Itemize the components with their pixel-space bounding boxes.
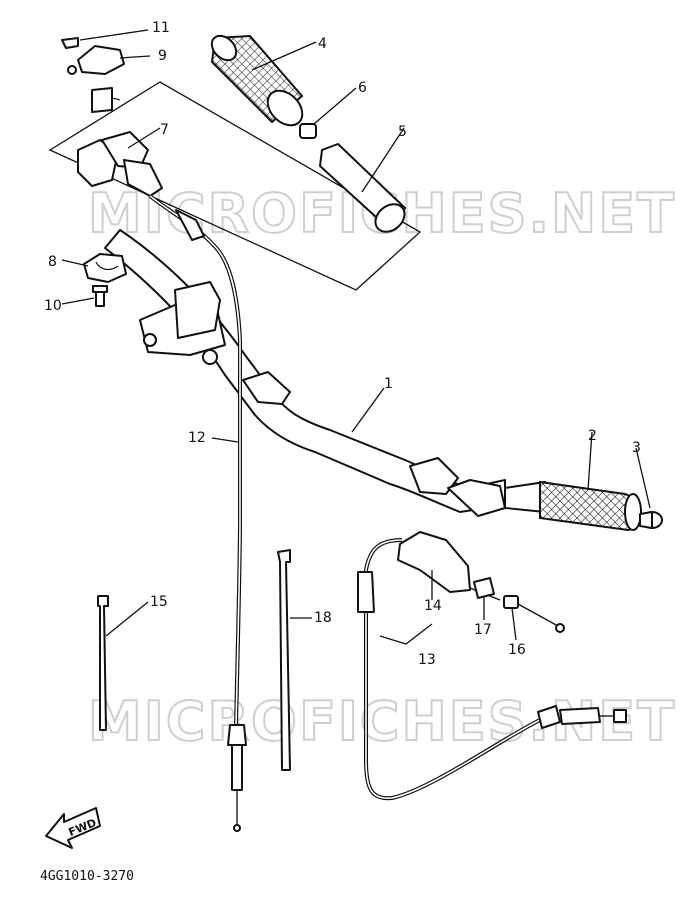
cable-tie-15 [97,595,109,731]
leader-lines [61,29,651,645]
cable-tie-18 [277,549,291,771]
clutch-cable [357,538,627,801]
callout-15: 15 [150,594,168,610]
locknut [503,595,565,633]
forward-arrow: FWD [45,807,101,849]
callout-6: 6 [358,80,367,96]
holder-8 [83,253,127,283]
callout-13: 13 [418,652,436,668]
callouts: 11 9 4 6 7 5 8 10 1 12 2 3 15 14 18 17 1… [44,20,641,668]
nut [299,123,317,139]
throttle-cable [148,194,247,832]
drawing-code: 4GG1010-3270 [40,869,134,884]
callout-14: 14 [424,598,442,614]
callout-4: 4 [318,36,327,52]
callout-18: 18 [314,610,332,626]
throttle-tube [319,143,406,233]
housing-cap [67,45,125,75]
screw-11 [61,37,79,49]
callout-5: 5 [398,124,407,140]
callout-2: 2 [588,428,597,444]
callout-7: 7 [160,122,169,138]
end-cap [639,511,663,529]
callout-10: 10 [44,298,62,314]
handlebar [104,229,506,517]
callout-11: 11 [152,20,170,36]
callout-8: 8 [48,254,57,270]
callout-12: 12 [188,430,206,446]
bolt-10 [92,285,108,307]
handlebar-holder [139,281,226,365]
callout-9: 9 [158,48,167,64]
callout-16: 16 [508,642,526,658]
callout-3: 3 [632,440,641,456]
left-grip [210,34,304,127]
assembly-box [48,81,422,291]
callout-17: 17 [474,622,492,638]
adjuster [473,577,495,599]
throttle-housing [77,87,163,197]
right-grip [504,480,642,532]
callout-1: 1 [384,376,393,392]
